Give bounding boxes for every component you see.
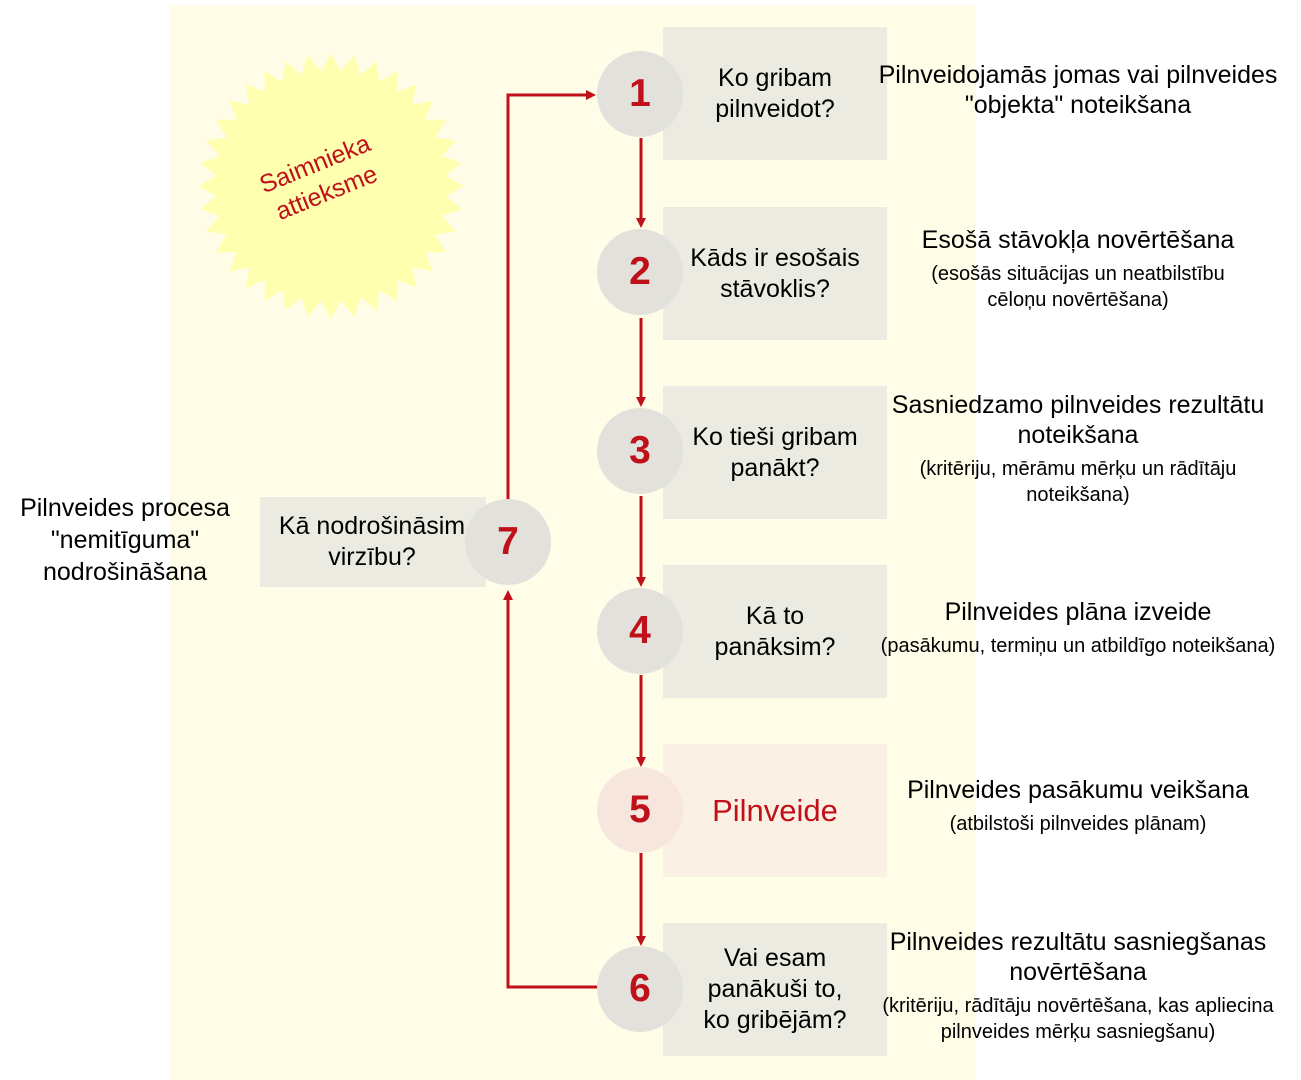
step-6-detail: (kritēriju, rādītāju novērtēšana, kas ap… — [882, 995, 1274, 1043]
step-5-description: Pilnveides pasākumu veikšana (atbilstoši… — [872, 775, 1284, 837]
step-4-description: Pilnveides plāna izveide (pasākumu, term… — [862, 597, 1294, 659]
step-4-box: Kā to panāksim? — [663, 565, 887, 698]
step-3-description: Sasniedzamo pilnveides rezultātu noteikš… — [872, 390, 1284, 508]
starburst-shape — [198, 53, 464, 319]
step-3-box: Ko tieši gribam panākt? — [663, 386, 887, 519]
step-6-title: Pilnveides rezultātu sasniegšanas novērt… — [889, 928, 1267, 986]
step-6-number: 6 — [597, 946, 683, 1032]
step-7-question: Kā nodrošināsim virzību? — [278, 512, 466, 571]
step-5-title: Pilnveides pasākumu veikšana — [907, 776, 1249, 804]
step-1-title: Pilnveidojamās jomas vai pilnveides "obj… — [878, 61, 1278, 119]
step-1-question: Ko gribam pilnveidot? — [715, 63, 835, 123]
step-6-box: Vai esam panākuši to, ko gribējām? — [663, 923, 887, 1056]
step-3-title: Sasniedzamo pilnveides rezultātu noteikš… — [891, 391, 1265, 449]
step-4-question: Kā to panāksim? — [714, 601, 836, 661]
arrow-6-7 — [503, 590, 598, 989]
step-4-title: Pilnveides plāna izveide — [944, 598, 1212, 626]
step-4-detail: (pasākumu, termiņu un atbildīgo noteikša… — [880, 635, 1276, 657]
step-6-question: Vai esam panākuši to, ko gribējām? — [703, 944, 847, 1034]
step-7-note: Pilnveides procesa "nemitīguma" nodrošin… — [20, 494, 230, 586]
step-3-number: 3 — [597, 408, 683, 494]
step-7-box: Kā nodrošināsim virzību? — [260, 497, 486, 587]
step-7-number: 7 — [465, 499, 551, 585]
arrow-7-1 — [506, 90, 596, 500]
step-6-description: Pilnveides rezultātu sasniegšanas novērt… — [868, 927, 1288, 1045]
step-3-detail: (kritēriju, mērāmu mērķu un rādītāju not… — [919, 458, 1237, 506]
step-1-description: Pilnveidojamās jomas vai pilnveides "obj… — [872, 60, 1284, 120]
step-2-number: 2 — [597, 229, 683, 315]
step-2-box: Kāds ir esošais stāvoklis? — [663, 207, 887, 340]
step-1-number: 1 — [597, 51, 683, 137]
step-5-detail: (atbilstoši pilnveides plānam) — [949, 813, 1207, 835]
step-2-description: Esošā stāvokļa novērtēšana (esošās situā… — [872, 225, 1284, 313]
step-2-title: Esošā stāvokļa novērtēšana — [921, 226, 1235, 254]
step-1-box: Ko gribam pilnveidot? — [663, 27, 887, 160]
step-5-number: 5 — [597, 767, 683, 853]
step-2-detail: (esošās situācijas un neatbilstību cēloņ… — [931, 263, 1225, 311]
step-5-question: Pilnveide — [712, 793, 838, 828]
step-3-question: Ko tieši gribam panākt? — [692, 422, 858, 482]
step-4-number: 4 — [597, 588, 683, 674]
step-5-box: Pilnveide — [663, 744, 887, 877]
step-2-question: Kāds ir esošais stāvoklis? — [690, 243, 860, 303]
